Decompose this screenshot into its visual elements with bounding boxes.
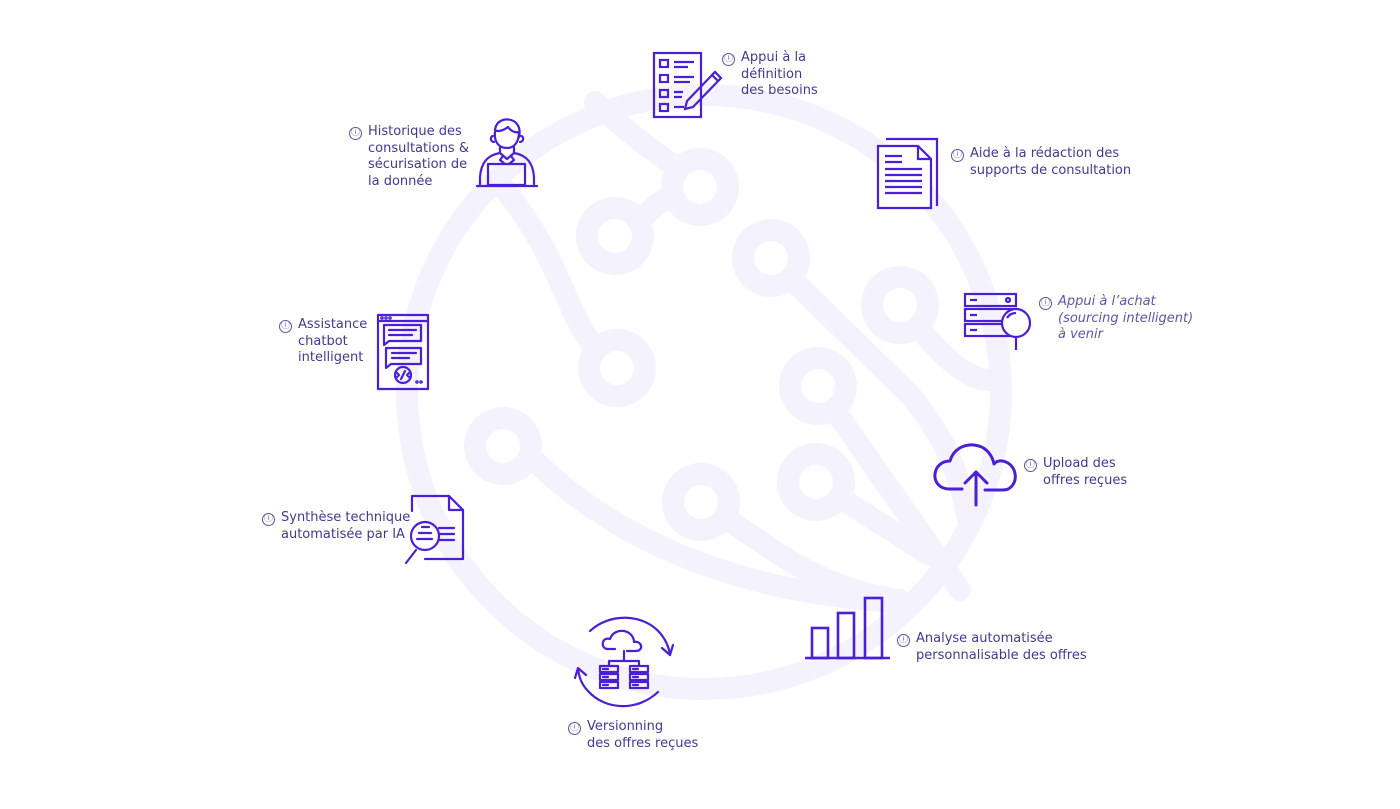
- automated-analysis-label: ⓘ Analyse automatisée personnalisable de…: [897, 631, 1087, 664]
- bar-chart-icon: [805, 596, 890, 660]
- label-line-1: Appui à l’achat: [1058, 294, 1156, 309]
- document-icon: [876, 137, 939, 210]
- drafting-support-label: ⓘ Aide à la rédaction des supports de co…: [951, 146, 1131, 179]
- feature-text: Appui à la définition des besoins: [741, 50, 818, 100]
- label-line-3: sécurisation de: [368, 157, 468, 172]
- technical-summary-label: ⓘ Synthèse technique automatisée par IA: [262, 510, 410, 543]
- label-line-1: Versionning: [587, 719, 664, 734]
- needs-definition-label: ⓘ Appui à la définition des besoins: [722, 50, 818, 100]
- label-line-2: définition: [741, 66, 803, 82]
- label-line-1: Analyse automatisée: [916, 631, 1053, 646]
- label-line-2: offres reçues: [1043, 472, 1128, 488]
- label-line-3: à venir: [1058, 327, 1103, 342]
- label-line-2: personnalisable des offres: [916, 647, 1087, 663]
- info-icon[interactable]: ⓘ: [722, 53, 735, 66]
- info-icon[interactable]: ⓘ: [951, 149, 964, 162]
- offers-upload-label: ⓘ Upload des offres reçues: [1024, 456, 1127, 489]
- label-line-2: des offres reçues: [587, 735, 699, 751]
- info-icon[interactable]: ⓘ: [279, 320, 292, 333]
- info-icon[interactable]: ⓘ: [349, 127, 362, 140]
- versioning-label: ⓘ Versionning des offres reçues: [568, 719, 698, 752]
- chatbot-assistance-label: ⓘ Assistance chatbot intelligent: [279, 317, 367, 367]
- label-line-2: automatisée par IA: [281, 526, 405, 542]
- checklist-pencil-icon: [652, 51, 723, 119]
- consultation-history-label: ⓘ Historique des consultations & sécuris…: [349, 124, 469, 190]
- info-icon[interactable]: ⓘ: [262, 513, 275, 526]
- label-line-1: Synthèse technique: [281, 510, 411, 525]
- feature-text: Aide à la rédaction des supports de cons…: [970, 146, 1131, 179]
- feature-text: Analyse automatisée personnalisable des …: [916, 631, 1087, 664]
- feature-text: Historique des consultations & sécurisat…: [368, 124, 469, 190]
- user-laptop-icon: [475, 118, 539, 188]
- feature-text: Upload des offres reçues: [1043, 456, 1127, 489]
- feature-text: Assistance chatbot intelligent: [298, 317, 367, 367]
- info-icon[interactable]: ⓘ: [1024, 459, 1037, 472]
- label-line-1: Appui à la: [741, 50, 807, 65]
- cloud-upload-icon: [933, 443, 1017, 507]
- label-line-3: des besoins: [741, 83, 818, 98]
- purchasing-support-label: ⓘ Appui à l’achat (sourcing intelligent)…: [1039, 294, 1193, 344]
- info-icon[interactable]: ⓘ: [568, 722, 581, 735]
- info-icon[interactable]: ⓘ: [897, 634, 910, 647]
- feature-text: Appui à l’achat (sourcing intelligent) à…: [1058, 294, 1193, 344]
- label-line-2: supports de consultation: [970, 162, 1132, 178]
- label-line-4: la donnée: [368, 173, 433, 189]
- info-icon[interactable]: ⓘ: [1039, 297, 1052, 310]
- cloud-sync-servers-icon: [573, 616, 675, 708]
- label-line-1: Assistance: [298, 317, 368, 332]
- server-search-icon: [963, 292, 1032, 350]
- label-line-2: chatbot: [298, 333, 348, 349]
- feature-text: Versionning des offres reçues: [587, 719, 698, 752]
- document-search-icon: [404, 494, 465, 565]
- label-line-2: (sourcing intelligent): [1058, 310, 1194, 326]
- label-line-2: consultations &: [368, 140, 469, 156]
- label-line-1: Historique des: [368, 124, 462, 139]
- feature-text: Synthèse technique automatisée par IA: [281, 510, 410, 543]
- label-line-1: Upload des: [1043, 456, 1116, 471]
- label-line-1: Aide à la rédaction des: [970, 146, 1120, 161]
- chatbot-code-icon: [376, 313, 430, 391]
- label-line-3: intelligent: [298, 350, 364, 365]
